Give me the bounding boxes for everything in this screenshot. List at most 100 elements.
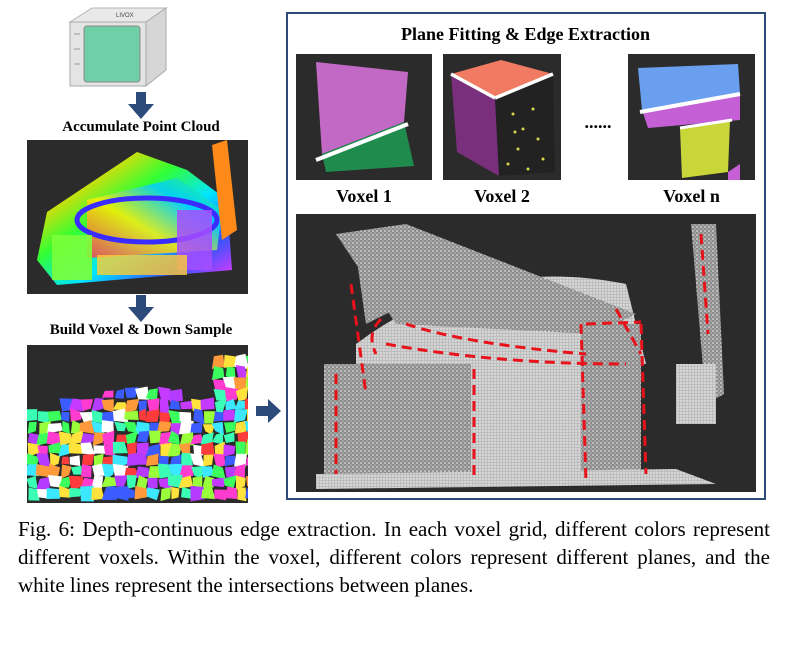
voxel-cell bbox=[49, 452, 60, 467]
voxel-2-image bbox=[443, 54, 561, 180]
voxel-cell bbox=[237, 487, 247, 502]
voxel-cell bbox=[80, 485, 94, 502]
voxel-cell bbox=[146, 487, 160, 501]
down-arrow-icon bbox=[127, 295, 155, 323]
voxel-cell bbox=[167, 474, 183, 488]
voxel-cell bbox=[27, 409, 38, 422]
voxel-cell bbox=[61, 411, 70, 422]
voxel-cell bbox=[179, 465, 194, 479]
voxel-cell bbox=[47, 463, 61, 479]
voxel-cell bbox=[60, 464, 72, 479]
voxel-cell bbox=[101, 476, 117, 488]
voxel-cell bbox=[178, 475, 194, 489]
voxel-cell bbox=[58, 431, 72, 447]
voxel-cell bbox=[114, 475, 129, 487]
voxel-cell bbox=[101, 399, 114, 413]
voxel-cell bbox=[233, 463, 245, 479]
voxel-cell bbox=[68, 443, 85, 454]
voxel-cell bbox=[214, 489, 228, 501]
voxel-cell bbox=[201, 466, 215, 478]
voxel-cell bbox=[179, 432, 194, 446]
down-arrow-icon bbox=[127, 92, 155, 120]
voxel-cell bbox=[168, 399, 181, 410]
voxel-cell bbox=[201, 486, 216, 500]
voxel-cell bbox=[69, 408, 82, 422]
voxel-cell bbox=[214, 398, 227, 413]
voxel-cell bbox=[35, 464, 52, 478]
voxel-cell bbox=[92, 463, 105, 477]
voxel-cell bbox=[245, 457, 248, 466]
voxel-cell bbox=[190, 422, 203, 433]
voxel-cell bbox=[200, 397, 215, 411]
voxel-cell bbox=[171, 486, 180, 500]
voxel-cell bbox=[157, 421, 172, 432]
voxel-cell bbox=[69, 430, 83, 445]
voxel-cell bbox=[179, 411, 192, 422]
voxel-cell bbox=[181, 452, 193, 467]
voxel-cell bbox=[47, 475, 62, 488]
voxel-cell bbox=[58, 485, 73, 498]
step1-label: Accumulate Point Cloud bbox=[62, 119, 220, 135]
voxel-cell bbox=[124, 387, 139, 398]
voxel-cell bbox=[212, 379, 228, 391]
voxel-cell bbox=[62, 420, 70, 434]
voxel-cell bbox=[101, 463, 117, 480]
voxel-cell bbox=[80, 464, 92, 478]
voxel-cell bbox=[168, 463, 183, 479]
voxel-cell bbox=[235, 364, 248, 379]
voxel-cell bbox=[245, 376, 248, 391]
voxel-cell bbox=[80, 399, 94, 411]
voxel-cell bbox=[234, 400, 248, 410]
voxel-cell bbox=[123, 421, 138, 433]
voxel-cell bbox=[245, 488, 248, 499]
voxel-cell bbox=[245, 366, 248, 380]
voxel-cell bbox=[124, 410, 139, 420]
voxel-cell bbox=[145, 443, 161, 457]
figure-caption: Fig. 6: Depth-continuous edge extraction… bbox=[18, 517, 770, 597]
voxel-cell bbox=[103, 445, 116, 456]
voxel-cell bbox=[244, 398, 248, 411]
voxel-cell bbox=[114, 388, 125, 399]
voxel-cell bbox=[102, 455, 115, 466]
voxel-cell bbox=[126, 487, 135, 499]
voxel-cell bbox=[233, 377, 248, 392]
voxel-cell bbox=[235, 441, 246, 458]
panel-title: Plane Fitting & Edge Extraction bbox=[401, 24, 650, 44]
voxel-cell bbox=[223, 431, 235, 443]
voxel-cell bbox=[225, 366, 236, 380]
voxel-cell bbox=[223, 475, 238, 488]
voxel-cell bbox=[27, 475, 38, 489]
voxel-1-image bbox=[296, 54, 432, 180]
voxel-cell bbox=[70, 465, 82, 475]
voxel-cell bbox=[135, 466, 150, 479]
voxel-cell bbox=[235, 386, 248, 401]
voxel-cell bbox=[27, 453, 40, 467]
voxel-cell bbox=[91, 410, 105, 424]
voxel-cell bbox=[191, 398, 204, 412]
voxel-cell bbox=[157, 463, 172, 479]
voxel-cell bbox=[224, 466, 236, 479]
voxel-cell bbox=[159, 398, 170, 414]
voxel-cell bbox=[223, 354, 238, 368]
voxel-cell bbox=[37, 411, 51, 424]
voxel-cell bbox=[135, 386, 150, 400]
voxel-cell bbox=[58, 475, 73, 488]
voxel-cell bbox=[145, 388, 158, 402]
voxel-cell bbox=[158, 455, 169, 466]
voxel-cell bbox=[204, 411, 216, 424]
voxel-cell bbox=[225, 399, 237, 411]
voxel-cell bbox=[211, 354, 225, 369]
right-arrow-icon bbox=[256, 398, 282, 424]
voxel-cell bbox=[146, 453, 159, 466]
voxel-cell bbox=[192, 476, 203, 488]
voxel-cell bbox=[91, 475, 104, 489]
voxel-cell bbox=[91, 421, 105, 434]
voxel-cell bbox=[80, 442, 95, 456]
voxel-cell bbox=[168, 430, 180, 446]
voxel-cell bbox=[61, 456, 70, 465]
voxel-cell bbox=[201, 476, 215, 490]
voxel-cell bbox=[114, 421, 127, 432]
voxel-cell bbox=[202, 424, 216, 435]
voxel-cell bbox=[113, 486, 129, 501]
voxel-cell bbox=[225, 486, 238, 499]
